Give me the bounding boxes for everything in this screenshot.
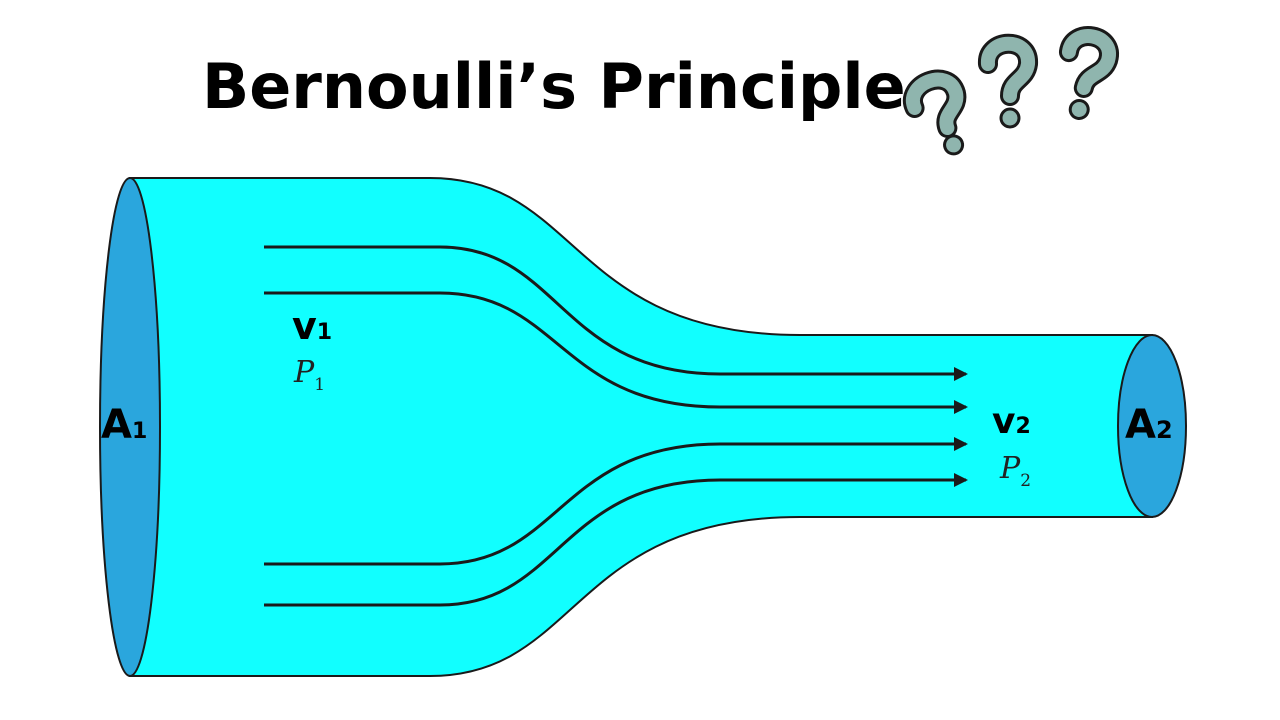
streamlines xyxy=(264,245,968,607)
question-mark-2 xyxy=(978,33,1038,129)
question-mark-1 xyxy=(903,69,967,156)
area-inlet-main: A xyxy=(101,402,132,448)
area-outlet-label: A2 xyxy=(1125,402,1173,448)
pipe-outlet-end xyxy=(1117,334,1187,518)
streamline-1 xyxy=(264,245,968,381)
area-outlet-sub: 2 xyxy=(1156,416,1173,444)
question-marks-icon xyxy=(903,26,1119,156)
area-inlet-sub: 1 xyxy=(132,419,147,444)
velocity-inlet-label: v1 xyxy=(292,304,332,348)
velocity-inlet-main: v xyxy=(292,304,317,348)
streamline-2 xyxy=(264,291,968,414)
velocity-outlet-sub: 2 xyxy=(1015,414,1030,439)
velocity-inlet-sub: 1 xyxy=(317,320,332,345)
pressure-outlet-main: P xyxy=(999,451,1021,486)
streamline-3 xyxy=(264,473,968,607)
pressure-inlet-sub: 1 xyxy=(314,375,325,395)
velocity-outlet-label: v2 xyxy=(992,401,1031,442)
pressure-outlet-label: P2 xyxy=(999,451,1031,491)
pipe-inlet-end xyxy=(99,177,161,677)
streamline-4 xyxy=(264,437,968,566)
question-mark-3 xyxy=(1058,26,1119,120)
pressure-outlet-sub: 2 xyxy=(1020,471,1031,491)
pressure-inlet-label: P1 xyxy=(293,355,325,395)
area-outlet-main: A xyxy=(1125,402,1156,448)
area-inlet-label: A1 xyxy=(101,402,147,448)
velocity-outlet-main: v xyxy=(992,401,1015,442)
pressure-inlet-main: P xyxy=(293,355,315,390)
page-title: Bernoulli’s Principle xyxy=(202,50,906,123)
